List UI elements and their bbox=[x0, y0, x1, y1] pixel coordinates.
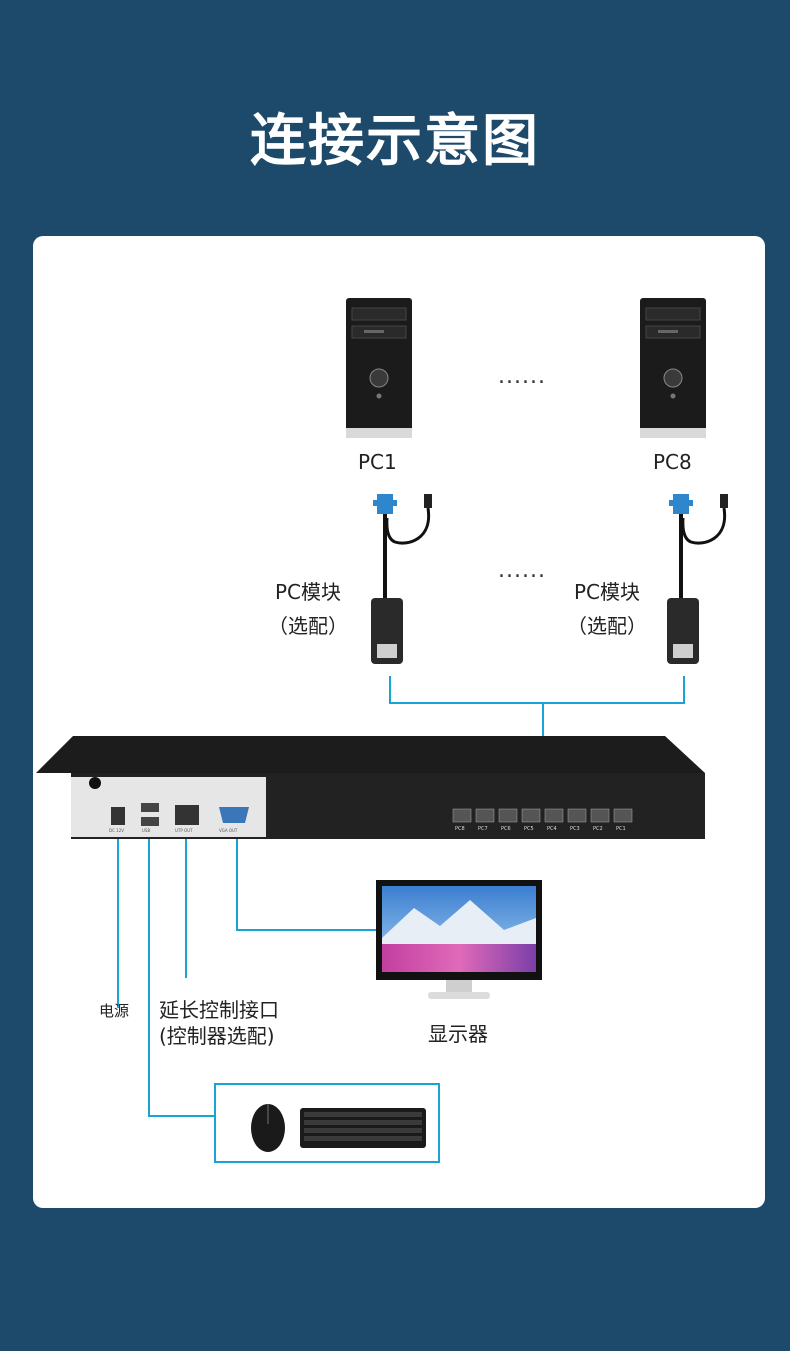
vga-port-label: VGA OUT bbox=[219, 828, 238, 833]
extension-label-line1: 延长控制接口 bbox=[159, 998, 279, 1022]
usb-port-label: USB bbox=[142, 828, 151, 833]
pc-module-link-line bbox=[389, 676, 685, 704]
usb-line bbox=[148, 836, 215, 1117]
tower-pc-icon bbox=[346, 298, 412, 438]
power-label: 电源 bbox=[99, 1002, 130, 1020]
module-ellipsis: ...... bbox=[498, 558, 546, 583]
port-label: PC1 bbox=[616, 826, 626, 832]
port-label: PC5 bbox=[524, 826, 534, 832]
monitor-label: 显示器 bbox=[428, 1022, 488, 1046]
port-label: PC7 bbox=[478, 826, 488, 832]
diagram-card: PC1 PC8 ...... PC模块 （选配） PC模块 （选配） .....… bbox=[33, 236, 765, 1208]
pc1-module-label: PC模块 bbox=[275, 580, 342, 604]
vga-line bbox=[236, 836, 378, 931]
peripherals-frame bbox=[214, 1083, 440, 1163]
mouse-icon bbox=[251, 1104, 285, 1152]
kvm-switch bbox=[36, 736, 705, 839]
switch-port-labels: PC8 PC7 PC6 PC5 PC4 PC3 PC2 PC1 bbox=[449, 826, 639, 836]
page-title: 连接示意图 bbox=[250, 109, 540, 174]
switch-rear-labels: DC 12V USB UTP OUT VGA OUT bbox=[71, 828, 266, 836]
tower-pc-icon bbox=[640, 298, 706, 438]
pc8-module-label: PC模块 bbox=[574, 580, 641, 604]
port-label: PC8 bbox=[455, 826, 465, 832]
port-label: PC3 bbox=[570, 826, 580, 832]
extension-label-line2: (控制器选配) bbox=[159, 1024, 275, 1048]
pc8-label: PC8 bbox=[653, 450, 692, 474]
pc8-module-note: （选配） bbox=[567, 614, 647, 638]
port-label: PC6 bbox=[501, 826, 511, 832]
rj45-module-icon bbox=[371, 494, 432, 664]
pc-ellipsis: ...... bbox=[498, 364, 546, 389]
port-label: PC2 bbox=[593, 826, 603, 832]
utp-port-label: UTP OUT bbox=[175, 828, 193, 833]
monitor-icon bbox=[376, 880, 542, 999]
port-label: PC4 bbox=[547, 826, 557, 832]
keyboard-icon bbox=[300, 1108, 426, 1148]
pc1-label: PC1 bbox=[358, 450, 397, 474]
rj45-module-icon bbox=[667, 494, 728, 664]
pc1-module-note: （选配） bbox=[268, 614, 348, 638]
power-port-label: DC 12V bbox=[109, 828, 124, 833]
